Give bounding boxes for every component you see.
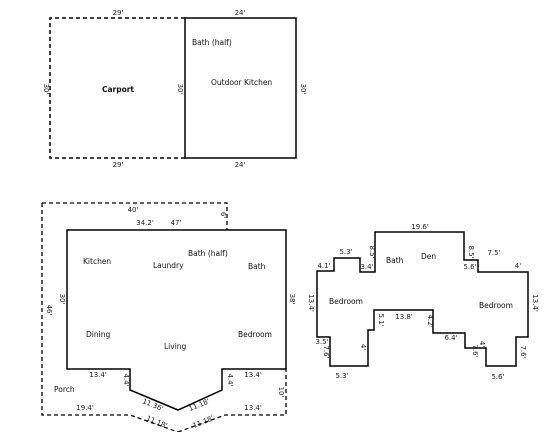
dim-right-step-top: 7.5' xyxy=(487,249,500,257)
outdoor-kitchen-outline xyxy=(184,17,297,159)
dim-left-step-top: 5.3' xyxy=(339,248,352,256)
dim-left-inner: 30' xyxy=(58,294,66,305)
dim-inner-left: 5.1' xyxy=(377,313,385,326)
dim-inner-top-left: 34.2' xyxy=(136,219,154,227)
dim-right: 30' xyxy=(299,84,307,95)
dim-right-riser: 8.5' xyxy=(467,245,475,258)
room-dining: Dining xyxy=(86,330,110,339)
wing-room-bath: Bath xyxy=(386,256,404,265)
dim-bottom-left: 29' xyxy=(113,161,124,169)
dim-inner-bottom: 13.8' xyxy=(395,313,413,321)
dim-notch-right-d: 7.6' xyxy=(519,345,527,358)
dim-inner-top-right: 47' xyxy=(171,219,182,227)
room-porch: Porch xyxy=(54,385,75,394)
carport-outline xyxy=(49,17,185,159)
room-bath: Bath xyxy=(248,262,266,271)
dim-jog: 6' xyxy=(219,212,227,218)
dim-notch-right-bottom: 5.6' xyxy=(491,373,504,381)
dim-right-inner: 5.6' xyxy=(463,263,476,271)
dim-porch-bottom-left: 19.4' xyxy=(76,404,94,412)
wing-room-bedroom-left: Bedroom xyxy=(329,297,363,306)
dim-left: 30' xyxy=(42,84,50,95)
dim-porch-right: 10' xyxy=(277,387,285,398)
room-bedroom: Bedroom xyxy=(238,330,272,339)
porch-outline-top xyxy=(42,202,228,230)
room-carport: Carport xyxy=(102,85,134,94)
dim-bottom-left-run: 13.4' xyxy=(89,371,107,379)
room-laundry: Laundry xyxy=(153,261,184,270)
dim-notch-left-c: 4' xyxy=(359,344,367,350)
wing-plan: 19.6' 5.3' 4.1' 8.5' 3.4' 8.5' 5.6' 7.5'… xyxy=(307,223,539,381)
dim-top-right: 24' xyxy=(235,9,246,17)
dim-right-small: 4' xyxy=(515,262,521,270)
house-plan: 40' 34.2' 47' 6' 46' 30' 38' 13.4' 4.4' … xyxy=(41,202,296,432)
dim-right-side: 13.4' xyxy=(531,294,539,312)
wing-room-bedroom-right: Bedroom xyxy=(479,301,513,310)
dim-notch-left-bottom: 5.3' xyxy=(335,372,348,380)
dim-notch-left-b: 7.6' xyxy=(322,345,330,358)
dim-mid: 30' xyxy=(176,84,184,95)
dim-left-riser: 8.5' xyxy=(368,245,376,258)
porch-outline-left xyxy=(41,203,179,432)
dim-left-step-small: 4.1' xyxy=(317,262,330,270)
dim-outer-top: 40' xyxy=(128,206,139,214)
room-kitchen: Kitchen xyxy=(83,257,111,266)
house-outline xyxy=(66,229,287,411)
dim-left-inner: 3.4' xyxy=(360,263,373,271)
dim-bottom-right: 24' xyxy=(235,161,246,169)
dim-notch-right-c: 4' xyxy=(478,341,486,347)
room-living: Living xyxy=(164,342,187,351)
dim-bottom-right-step: 4.4' xyxy=(226,373,234,386)
top-plan: 29' 24' 29' 24' 30' 30' 30' Carport Bath… xyxy=(42,9,307,169)
dim-right: 38' xyxy=(288,294,296,305)
dim-porch-diag-right: 11.18' xyxy=(192,414,215,430)
wing-outline xyxy=(316,231,529,367)
dim-bottom-right-run: 13.4' xyxy=(244,371,262,379)
room-bath-half-top: Bath (half) xyxy=(192,38,232,47)
dim-notch-right-b: 7.6' xyxy=(471,344,479,357)
room-outdoor-kitchen: Outdoor Kitchen xyxy=(211,78,272,87)
porch-outline-right xyxy=(177,369,287,432)
dim-inner-right: 4.2' xyxy=(426,314,434,327)
dim-porch-diag-left: 11.18' xyxy=(145,414,168,430)
dim-left-side: 13.4' xyxy=(307,294,315,312)
wing-room-den: Den xyxy=(421,252,436,261)
room-bath-half: Bath (half) xyxy=(188,249,228,258)
dim-notch-right-a: 6.4' xyxy=(444,334,457,342)
dim-bottom-left-step: 4.4' xyxy=(122,373,130,386)
dim-wing-top: 19.6' xyxy=(411,223,429,231)
dim-top-left: 29' xyxy=(113,9,124,17)
dim-left-outer: 46' xyxy=(45,305,53,316)
dim-porch-bottom-right: 13.4' xyxy=(244,404,262,412)
dim-notch-left-a: 3.5' xyxy=(315,338,328,346)
